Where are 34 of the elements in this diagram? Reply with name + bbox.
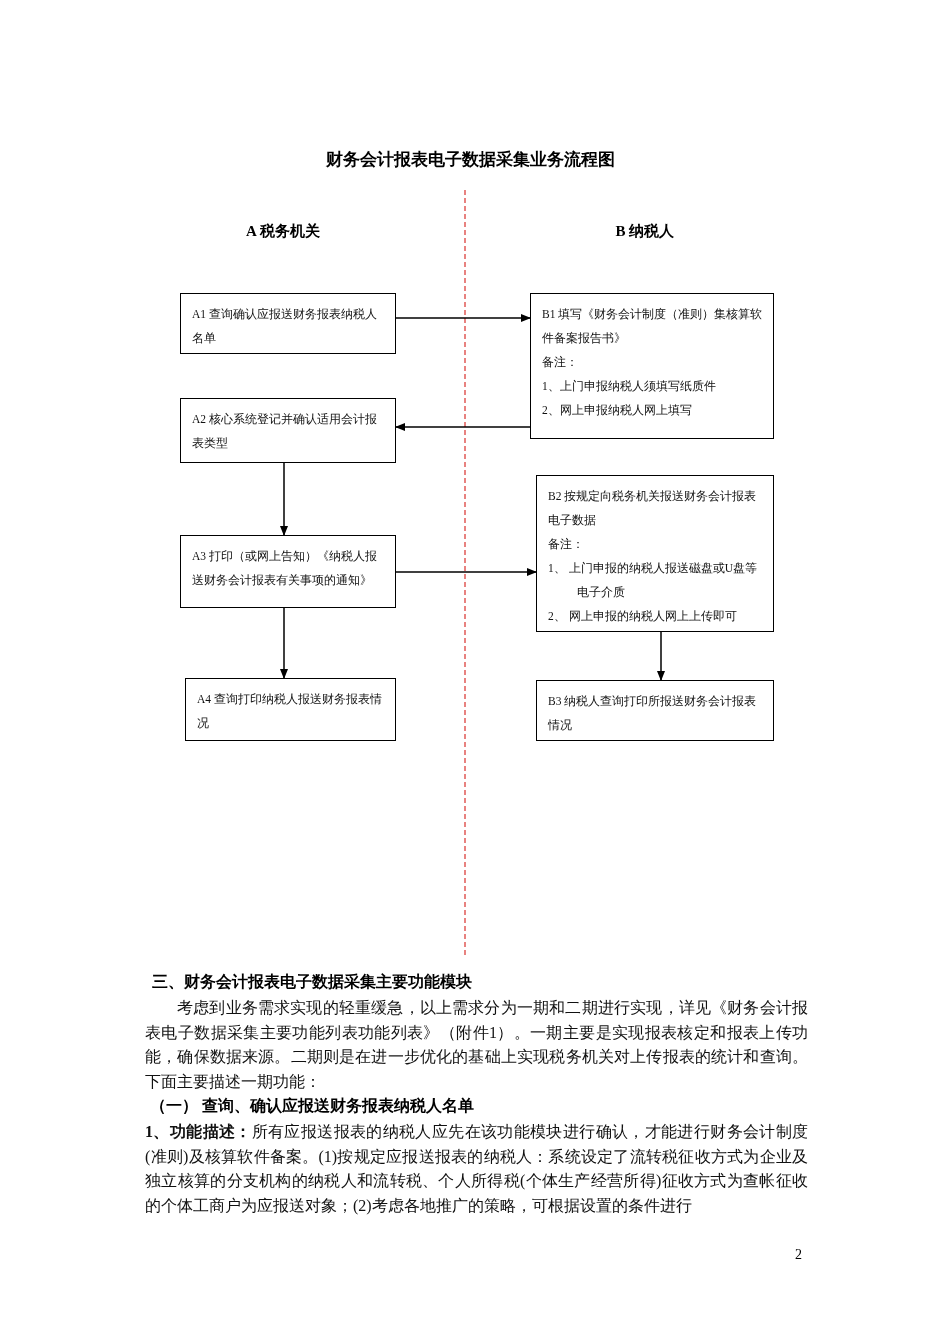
process-box: [185, 678, 396, 741]
page-number: 2: [795, 1247, 802, 1263]
step-text: B2 按规定向税务机关报送财务会计报表电子数据: [548, 489, 758, 528]
step-text: B1 填写《财务会计制度（准则）集核算软件备案报告书》: [542, 307, 763, 346]
paragraph: 1、功能描述：所有应报送报表的纳税人应先在该功能模块进行确认，才能进行财务会计制度(准则)及核算软件备案。(1)按规定应报送报表的纳税人：系统设定了流转税征收方式为企业及独立核算的分支机构的纳税人和流转税、个人所得税(个体生产经营所得)征收方式为查帐征收的个体工商户为应报送对象；(2)考虑各地推广的策略，可根据设置的条件进行: [145, 1122, 808, 1217]
note-text: 2、 网上申报的纳税人网上上传即可: [548, 609, 738, 624]
paragraph: 考虑到业务需求实现的轻重缓急，以上需求分为一期和二期进行实现，详见《财务会计报表电子数据采集主要功能列表功能列表》（附件1）。一期主要是实现报表核定和报表上传功能，确保数据来源。二期则是在进一步优化的基础上实现税务机关对上传报表的统计和查询。下面主要描述一期功能：: [145, 998, 808, 1092]
diagram-title: 财务会计报表电子数据采集业务流程图: [324, 149, 616, 171]
process-box: [530, 293, 774, 439]
section-heading: 三、财务会计报表电子数据采集主要功能模块: [152, 972, 473, 992]
step-text: B3 纳税人查询打印所报送财务会计报表情况: [548, 694, 758, 733]
step-text: A1 查询确认应报送财务报表纳税人名单: [192, 307, 378, 346]
arrow: [280, 607, 288, 679]
arrow: [395, 314, 531, 322]
process-box: [180, 293, 396, 354]
step-text: A2 核心系统登记并确认适用会计报表类型: [192, 412, 378, 451]
note-text: 备注：: [548, 537, 585, 552]
arrow: [395, 568, 537, 576]
note-text: 1、上门申报纳税人须填写纸质件: [542, 379, 717, 394]
process-box: [536, 475, 774, 632]
lane-heading: A 税务机关: [245, 222, 321, 241]
note-text: 2、网上申报纳税人网上填写: [542, 403, 693, 418]
arrow: [657, 631, 665, 681]
process-box: [536, 680, 774, 741]
subsection-heading: （一） 查询、确认应报送财务报表纳税人名单: [150, 1096, 475, 1116]
lane-heading: B 纳税人: [614, 222, 676, 241]
process-box: [180, 398, 396, 463]
note-text: 备注：: [542, 355, 579, 370]
arrow: [395, 423, 531, 431]
step-text: A3 打印（或网上告知）《纳税人报送财务会计报表有关事项的通知》: [192, 549, 378, 588]
arrow: [280, 462, 288, 536]
process-box: [180, 535, 396, 608]
step-text: A4 查询打印纳税人报送财务报表情况: [197, 692, 383, 731]
note-text: 1、 上门申报的纳税人报送磁盘或U盘等电子介质: [548, 561, 758, 600]
